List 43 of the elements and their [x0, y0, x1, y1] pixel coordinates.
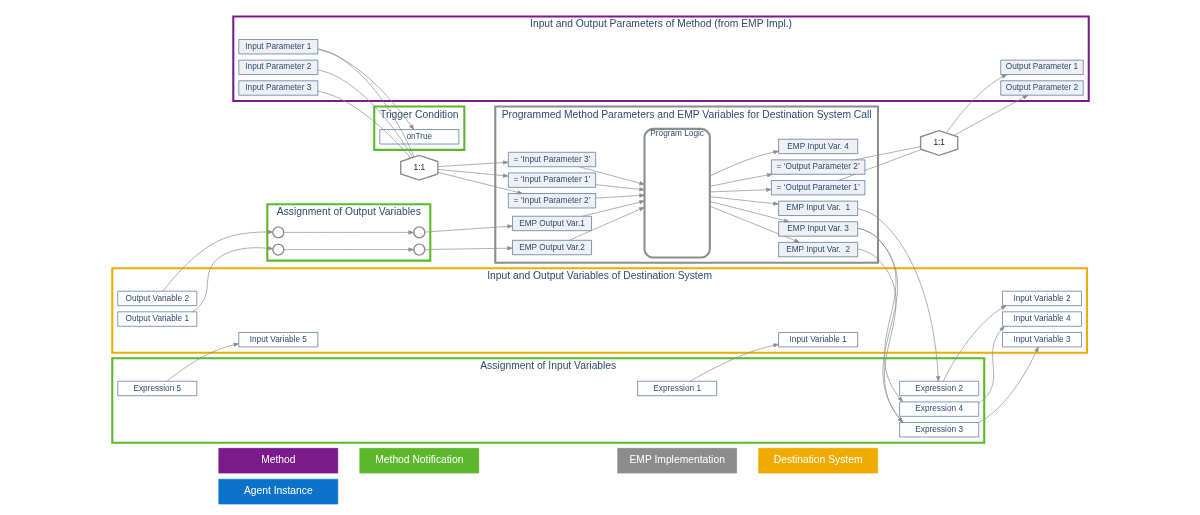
connector	[853, 146, 921, 161]
node-circle	[412, 243, 425, 256]
arrow	[594, 193, 645, 199]
arrow	[578, 166, 645, 186]
arrow	[689, 343, 779, 382]
connector	[317, 48, 415, 158]
arrow	[977, 325, 1005, 404]
arrow	[437, 160, 508, 167]
node-circle	[271, 226, 284, 239]
arrow	[942, 305, 1006, 382]
node-box: Method	[218, 448, 338, 474]
arrow	[952, 94, 1028, 136]
arrow	[283, 247, 414, 252]
connector	[317, 69, 413, 158]
arrow	[165, 342, 239, 382]
arrow	[424, 246, 513, 251]
node-box: EMP Implementation	[616, 448, 737, 474]
node-box: Destination System	[757, 448, 878, 474]
arrow	[594, 184, 645, 192]
node-circle	[412, 226, 425, 239]
arrow	[709, 201, 789, 223]
arrow	[191, 246, 273, 313]
arrow	[317, 49, 414, 130]
arrow	[437, 171, 523, 195]
connector	[317, 90, 411, 159]
arrow	[709, 205, 800, 243]
arrow	[709, 196, 779, 206]
node-box: Method Notification	[358, 448, 479, 474]
arrow	[709, 187, 772, 193]
arrow	[581, 200, 645, 217]
arrow	[977, 346, 1039, 423]
arrow	[857, 208, 940, 382]
arrow	[709, 150, 779, 177]
arrow	[709, 173, 772, 187]
arrow	[283, 230, 414, 235]
connector	[837, 149, 921, 181]
node-box: Agent Instance	[218, 478, 338, 505]
arrow	[424, 224, 513, 233]
arrow	[437, 169, 508, 178]
arrow	[568, 206, 645, 241]
node-circle	[271, 243, 284, 256]
arrow	[945, 74, 1007, 134]
arrow	[162, 229, 273, 292]
